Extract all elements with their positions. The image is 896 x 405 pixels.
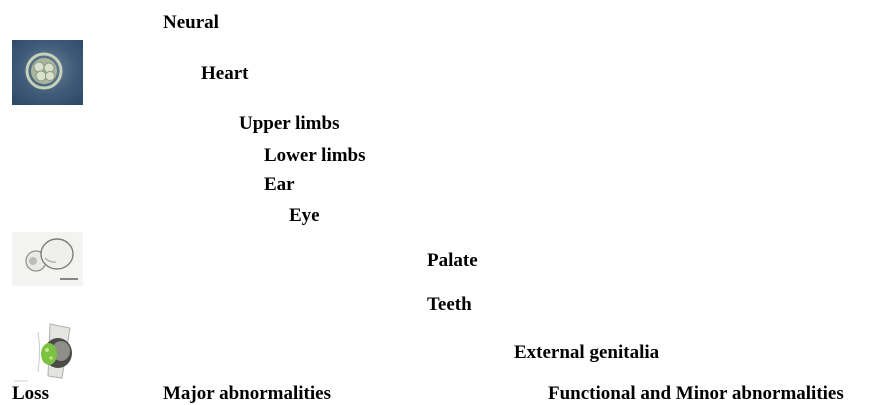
embryo-in-sac-illustration xyxy=(12,320,83,384)
early-embryo-micrograph xyxy=(12,40,83,105)
early-embryo-micrograph-graphic xyxy=(12,40,83,105)
blastocyst-micrograph-graphic xyxy=(12,232,83,286)
organ-label-teeth: Teeth xyxy=(427,294,472,316)
organ-label-heart: Heart xyxy=(201,63,248,85)
organ-label-external-genitalia: External genitalia xyxy=(514,342,659,364)
organ-label-upper-limbs: Upper limbs xyxy=(239,113,339,135)
embryo-in-sac-graphic xyxy=(12,320,83,384)
organ-label-lower-limbs: Lower limbs xyxy=(264,145,366,167)
blastocyst-micrograph xyxy=(12,232,83,286)
stage-label-loss: Loss xyxy=(12,383,49,405)
organ-label-palate: Palate xyxy=(427,250,478,272)
organ-label-ear: Ear xyxy=(264,174,295,196)
organ-label-eye: Eye xyxy=(289,205,320,227)
organ-label-neural: Neural xyxy=(163,12,219,34)
stage-label-functional-minor-abnormalities: Functional and Minor abnormalities xyxy=(548,383,844,405)
stage-label-major-abnormalities: Major abnormalities xyxy=(163,383,331,405)
